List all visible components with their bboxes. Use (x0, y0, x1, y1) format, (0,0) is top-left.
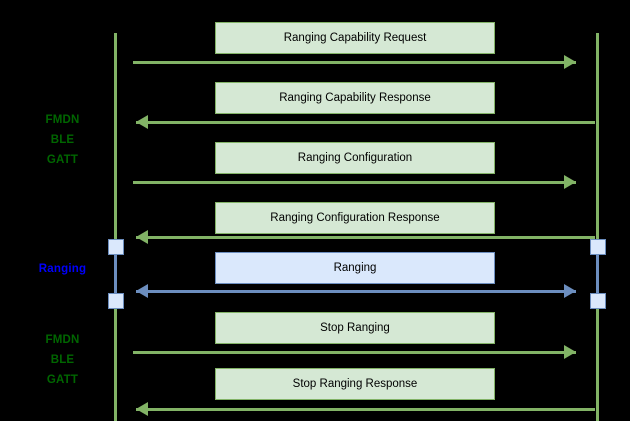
right-activation-node-start (590, 239, 606, 255)
message-arrow-line-ranging-configuration-response (136, 236, 595, 239)
message-arrow-line-ranging-capability-request (133, 61, 576, 64)
message-arrow-head-ranging-capability-response (136, 115, 148, 129)
message-box-stop-ranging[interactable]: Stop Ranging (215, 312, 495, 344)
message-box-stop-ranging-response[interactable]: Stop Ranging Response (215, 368, 495, 400)
message-box-ranging-configuration[interactable]: Ranging Configuration (215, 142, 495, 174)
message-box-ranging[interactable]: Ranging (215, 252, 495, 284)
message-box-ranging-capability-request[interactable]: Ranging Capability Request (215, 22, 495, 54)
right-activation-node-end (590, 293, 606, 309)
phase-label-fmdn-ble-gatt-bottom: FMDN BLE GATT (45, 334, 80, 386)
message-arrow-head-ranging-configuration (564, 175, 576, 189)
message-box-ranging-configuration-response[interactable]: Ranging Configuration Response (215, 202, 495, 234)
message-box-ranging-capability-response[interactable]: Ranging Capability Response (215, 82, 495, 114)
message-arrow-head-ranging-right (564, 284, 576, 298)
left-activation-node-end (108, 293, 124, 309)
phase-label-ranging: Ranging (38, 263, 87, 275)
message-arrow-line-stop-ranging-response (136, 408, 595, 411)
message-arrow-line-stop-ranging (133, 351, 576, 354)
message-arrow-line-ranging (136, 290, 576, 293)
message-arrow-head-ranging-capability-request (564, 55, 576, 69)
message-arrow-line-ranging-capability-response (136, 121, 595, 124)
message-arrow-head-ranging-configuration-response (136, 230, 148, 244)
message-arrow-head-stop-ranging-response (136, 402, 148, 416)
message-arrow-line-ranging-configuration (133, 181, 576, 184)
message-arrow-head-ranging-left (136, 284, 148, 298)
right-lifeline (596, 33, 599, 421)
message-arrow-head-stop-ranging (564, 345, 576, 359)
left-activation-bar (114, 246, 117, 300)
phase-label-fmdn-ble-gatt-top: FMDN BLE GATT (45, 114, 80, 166)
left-activation-node-start (108, 239, 124, 255)
left-lifeline (114, 33, 117, 421)
right-activation-bar (596, 246, 599, 300)
